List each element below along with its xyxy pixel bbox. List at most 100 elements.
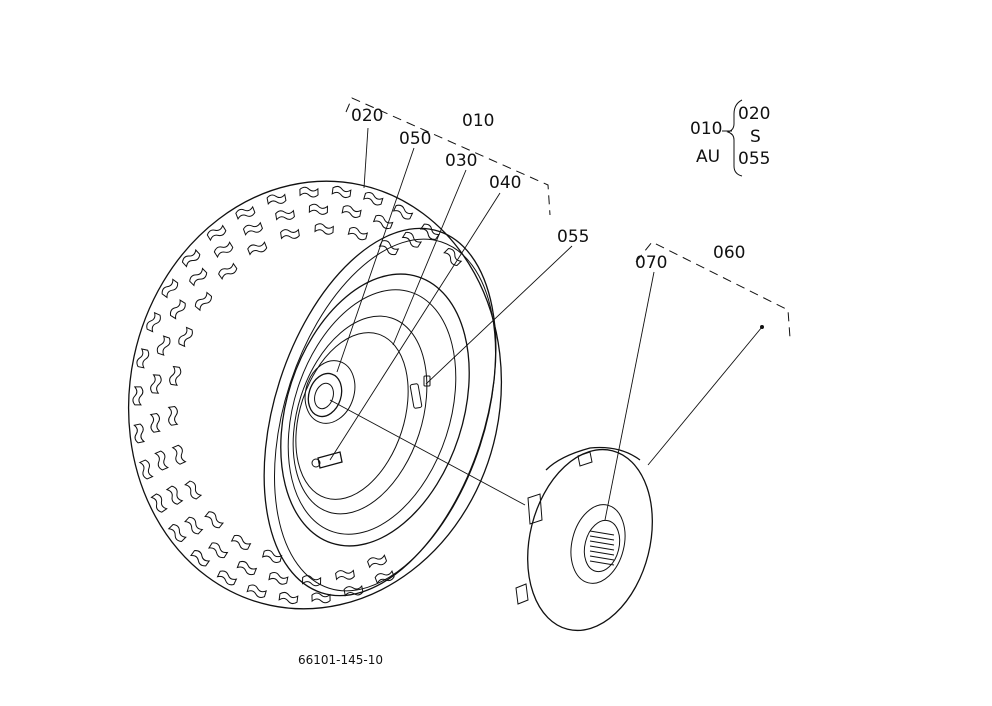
- cap-center-insert: [589, 530, 615, 566]
- drawing-code: 66101-145-10: [298, 653, 383, 667]
- tread-block: [167, 524, 187, 543]
- tread-block: [335, 569, 355, 581]
- tread-block: [275, 209, 295, 221]
- assembly-brace: [726, 99, 743, 177]
- tread-block: [150, 374, 162, 394]
- cap-clip-top: [577, 451, 593, 467]
- tread-block: [138, 459, 154, 480]
- tread-block: [363, 192, 384, 206]
- wheel-rim: [280, 273, 470, 547]
- label-060: 060: [713, 243, 745, 263]
- tread-block: [299, 186, 319, 198]
- leader-050: [336, 147, 415, 373]
- tread-block: [278, 591, 299, 605]
- tread-block: [280, 228, 300, 240]
- tread-block: [367, 554, 388, 569]
- label-040: 040: [489, 173, 521, 193]
- tread-block: [374, 569, 395, 585]
- tread-block: [302, 575, 322, 587]
- tread-block: [246, 584, 267, 598]
- hub-bearing: [307, 372, 343, 418]
- label-030: 030: [445, 151, 477, 171]
- assembly-to: 055: [738, 149, 770, 169]
- cap-hatch-line: [589, 560, 615, 566]
- tread-block: [132, 386, 144, 406]
- cap-hatch-line: [589, 555, 615, 561]
- tread-block: [242, 221, 263, 236]
- leader-020: [363, 127, 369, 189]
- leader-030: [392, 169, 467, 346]
- tread-block: [156, 335, 171, 356]
- tread-block: [311, 592, 331, 604]
- tread-block: [216, 570, 238, 586]
- tread-block: [171, 444, 187, 465]
- tread-block: [146, 311, 161, 333]
- leader-055: [425, 245, 573, 385]
- cap-hatch-line: [589, 540, 615, 546]
- tread-block: [150, 493, 168, 513]
- tread-block: [378, 240, 400, 256]
- tread-block: [184, 516, 204, 535]
- tread-block: [236, 560, 258, 576]
- tread-block: [194, 291, 213, 312]
- cap-clip-left: [527, 493, 543, 525]
- assembly-from: 020: [738, 104, 770, 124]
- tread-block: [266, 193, 287, 206]
- rim-clip: [409, 383, 423, 409]
- label-070: 070: [635, 253, 667, 273]
- axis-line: [329, 399, 526, 506]
- assembly-parent: 010: [690, 119, 722, 139]
- tread-block: [372, 214, 394, 230]
- tread-block: [167, 405, 179, 426]
- tread-block: [247, 241, 268, 256]
- wheel-cap: [515, 446, 653, 632]
- cap-hatch-line: [589, 530, 615, 536]
- tread-block: [392, 204, 414, 220]
- tread-block: [165, 485, 184, 505]
- tread-block: [161, 278, 179, 299]
- cap-hatch-line: [589, 545, 615, 551]
- tread-block: [206, 224, 227, 242]
- tread-block: [181, 248, 201, 268]
- tread-block: [268, 572, 289, 585]
- tread-block: [343, 584, 364, 597]
- tread-block: [218, 262, 238, 281]
- group-bracket-tire: [345, 97, 551, 216]
- tread-block: [235, 205, 256, 221]
- tread-block: [331, 185, 352, 199]
- label-055: 055: [557, 227, 589, 247]
- assembly-unit: AU: [696, 147, 720, 167]
- tread-block: [261, 549, 283, 563]
- leader-060: [647, 326, 763, 466]
- tread-block: [149, 412, 161, 433]
- label-010: 010: [462, 111, 494, 131]
- tread-block: [341, 205, 362, 218]
- tire-tread-pattern: [132, 185, 463, 605]
- leader-040: [329, 192, 501, 461]
- assembly-tilde: S: [750, 127, 761, 147]
- tread-block: [314, 223, 334, 235]
- tread-block: [184, 480, 203, 500]
- tread-block: [207, 542, 229, 559]
- tread-block: [169, 365, 182, 386]
- tread-block: [213, 241, 234, 259]
- tire: [127, 180, 503, 610]
- tread-block: [189, 267, 208, 287]
- assembly-note: 010 AU 020 S 055: [690, 99, 770, 177]
- tread-block: [204, 511, 225, 529]
- tread-block: [154, 450, 170, 471]
- tread-block: [190, 550, 211, 567]
- tread-block: [178, 326, 193, 348]
- tread-block: [133, 423, 146, 444]
- tread-block: [136, 348, 150, 369]
- tread-block: [443, 247, 463, 266]
- label-050: 050: [399, 129, 431, 149]
- tread-block: [308, 203, 328, 215]
- cap-clip-bottom: [515, 583, 529, 605]
- leader-lines: [329, 127, 763, 521]
- cap-hatch-line: [589, 550, 615, 556]
- cap-hatch-line: [589, 535, 615, 541]
- tread-block: [419, 223, 440, 240]
- leader-070: [604, 271, 655, 521]
